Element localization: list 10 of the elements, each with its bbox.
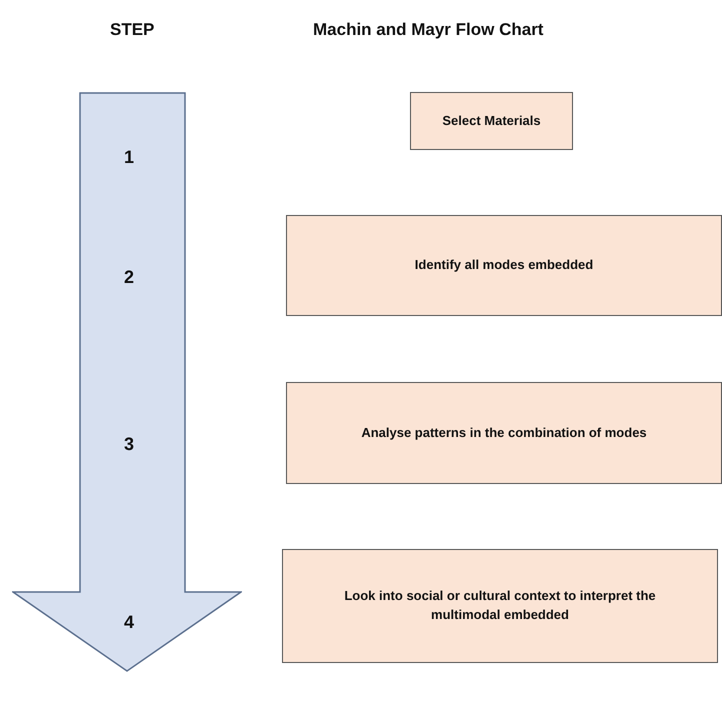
step-number: 4: [124, 612, 134, 633]
process-box: Select Materials: [410, 92, 573, 150]
process-box: Look into social or cultural context to interpret the multimodal embedded: [282, 549, 718, 663]
step-number: 1: [124, 147, 134, 168]
process-box: Identify all modes embedded: [286, 215, 722, 316]
step-number: 3: [124, 434, 134, 455]
step-number: 2: [124, 267, 134, 288]
column-heading: STEP: [110, 20, 154, 40]
chart-title: Machin and Mayr Flow Chart: [313, 20, 544, 40]
process-box: Analyse patterns in the combination of modes: [286, 382, 722, 484]
